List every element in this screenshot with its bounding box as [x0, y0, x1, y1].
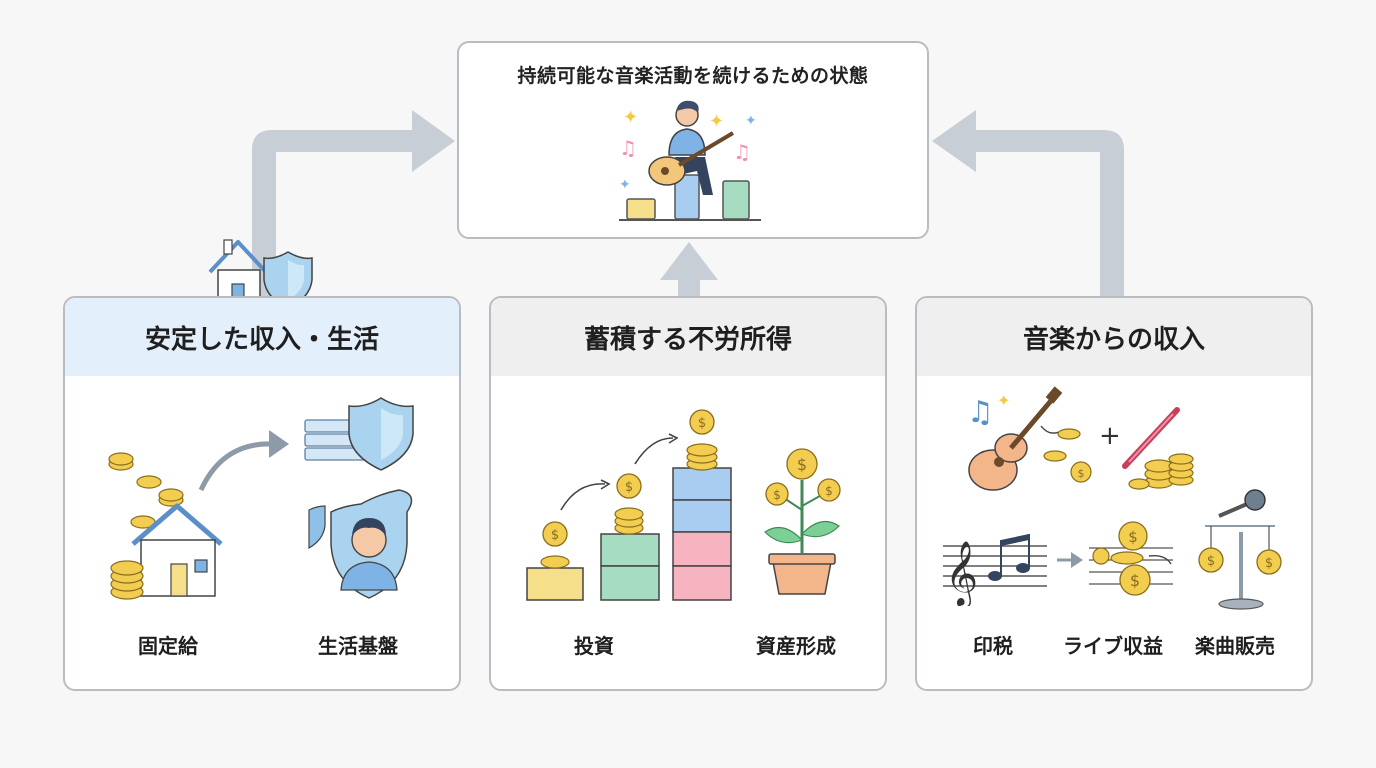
goal-title: 持続可能な音楽活動を続けるための状態 [517, 65, 869, 87]
guitarist-icon: ♫ ♫ ✦ ✦ ✦ ✦ [619, 100, 761, 221]
svg-text:$: $ [698, 416, 706, 431]
svg-text:$: $ [1265, 556, 1273, 571]
svg-text:$: $ [625, 480, 633, 495]
svg-text:$: $ [551, 528, 559, 543]
live-coins-icon: $ $ [1057, 521, 1173, 596]
arrow-right-to-goal [932, 110, 1124, 298]
svg-text:$: $ [797, 455, 807, 474]
item-label-song-sales: 楽曲販売 [1195, 634, 1275, 658]
svg-text:$: $ [1207, 554, 1215, 569]
arrow-center-to-goal [660, 242, 718, 298]
panel-title: 音楽からの収入 [917, 298, 1311, 376]
goal-box: 持続可能な音楽活動を続けるための状態 ♫ ♫ ✦ ✦ ✦ ✦ [457, 41, 929, 239]
svg-text:✦: ✦ [997, 391, 1010, 410]
item-label-investment: 投資 [574, 634, 614, 658]
item-label-fixed-salary: 固定給 [138, 634, 198, 658]
panel-title: 蓄積する不労所得 [491, 298, 885, 376]
svg-text:✦: ✦ [709, 111, 724, 132]
item-label-asset-building: 資産形成 [756, 634, 836, 658]
panel-music-income: 音楽からの収入 ♫ ✦ $ + 𝄞 [915, 296, 1313, 691]
guitar-coins-icon: ♫ ✦ $ + [967, 386, 1194, 491]
svg-text:$: $ [825, 484, 833, 498]
svg-text:$: $ [1078, 467, 1085, 480]
svg-text:♫: ♫ [619, 136, 637, 160]
panel-passive-income: 蓄積する不労所得 $ $ $ [489, 296, 887, 691]
item-label-royalties: 印税 [973, 634, 1013, 658]
svg-text:✦: ✦ [623, 107, 638, 128]
panel-title: 安定した収入・生活 [65, 298, 459, 376]
svg-text:$: $ [1128, 528, 1138, 546]
panel-stable-income: 安定した収入・生活 [63, 296, 461, 691]
svg-text:✦: ✦ [619, 177, 631, 193]
microphone-coins-icon: $ $ [1198, 489, 1282, 610]
svg-text:$: $ [773, 488, 781, 502]
money-plant-icon: $ $ $ [764, 448, 841, 595]
svg-text:♫: ♫ [967, 395, 994, 430]
svg-text:$: $ [1130, 571, 1140, 590]
svg-text:𝄞: 𝄞 [945, 541, 978, 606]
sheet-music-icon: 𝄞 [943, 534, 1047, 606]
person-shield-icon [304, 397, 414, 599]
house-coins-icon [108, 430, 289, 600]
svg-text:✦: ✦ [745, 113, 757, 129]
growing-blocks-icon: $ $ $ [526, 409, 732, 601]
svg-text:+: + [1099, 421, 1121, 451]
svg-text:♫: ♫ [733, 140, 751, 164]
item-label-live-revenue: ライブ収益 [1063, 634, 1163, 658]
house-shield-icon [208, 239, 313, 309]
item-label-living-foundation: 生活基盤 [318, 634, 398, 658]
